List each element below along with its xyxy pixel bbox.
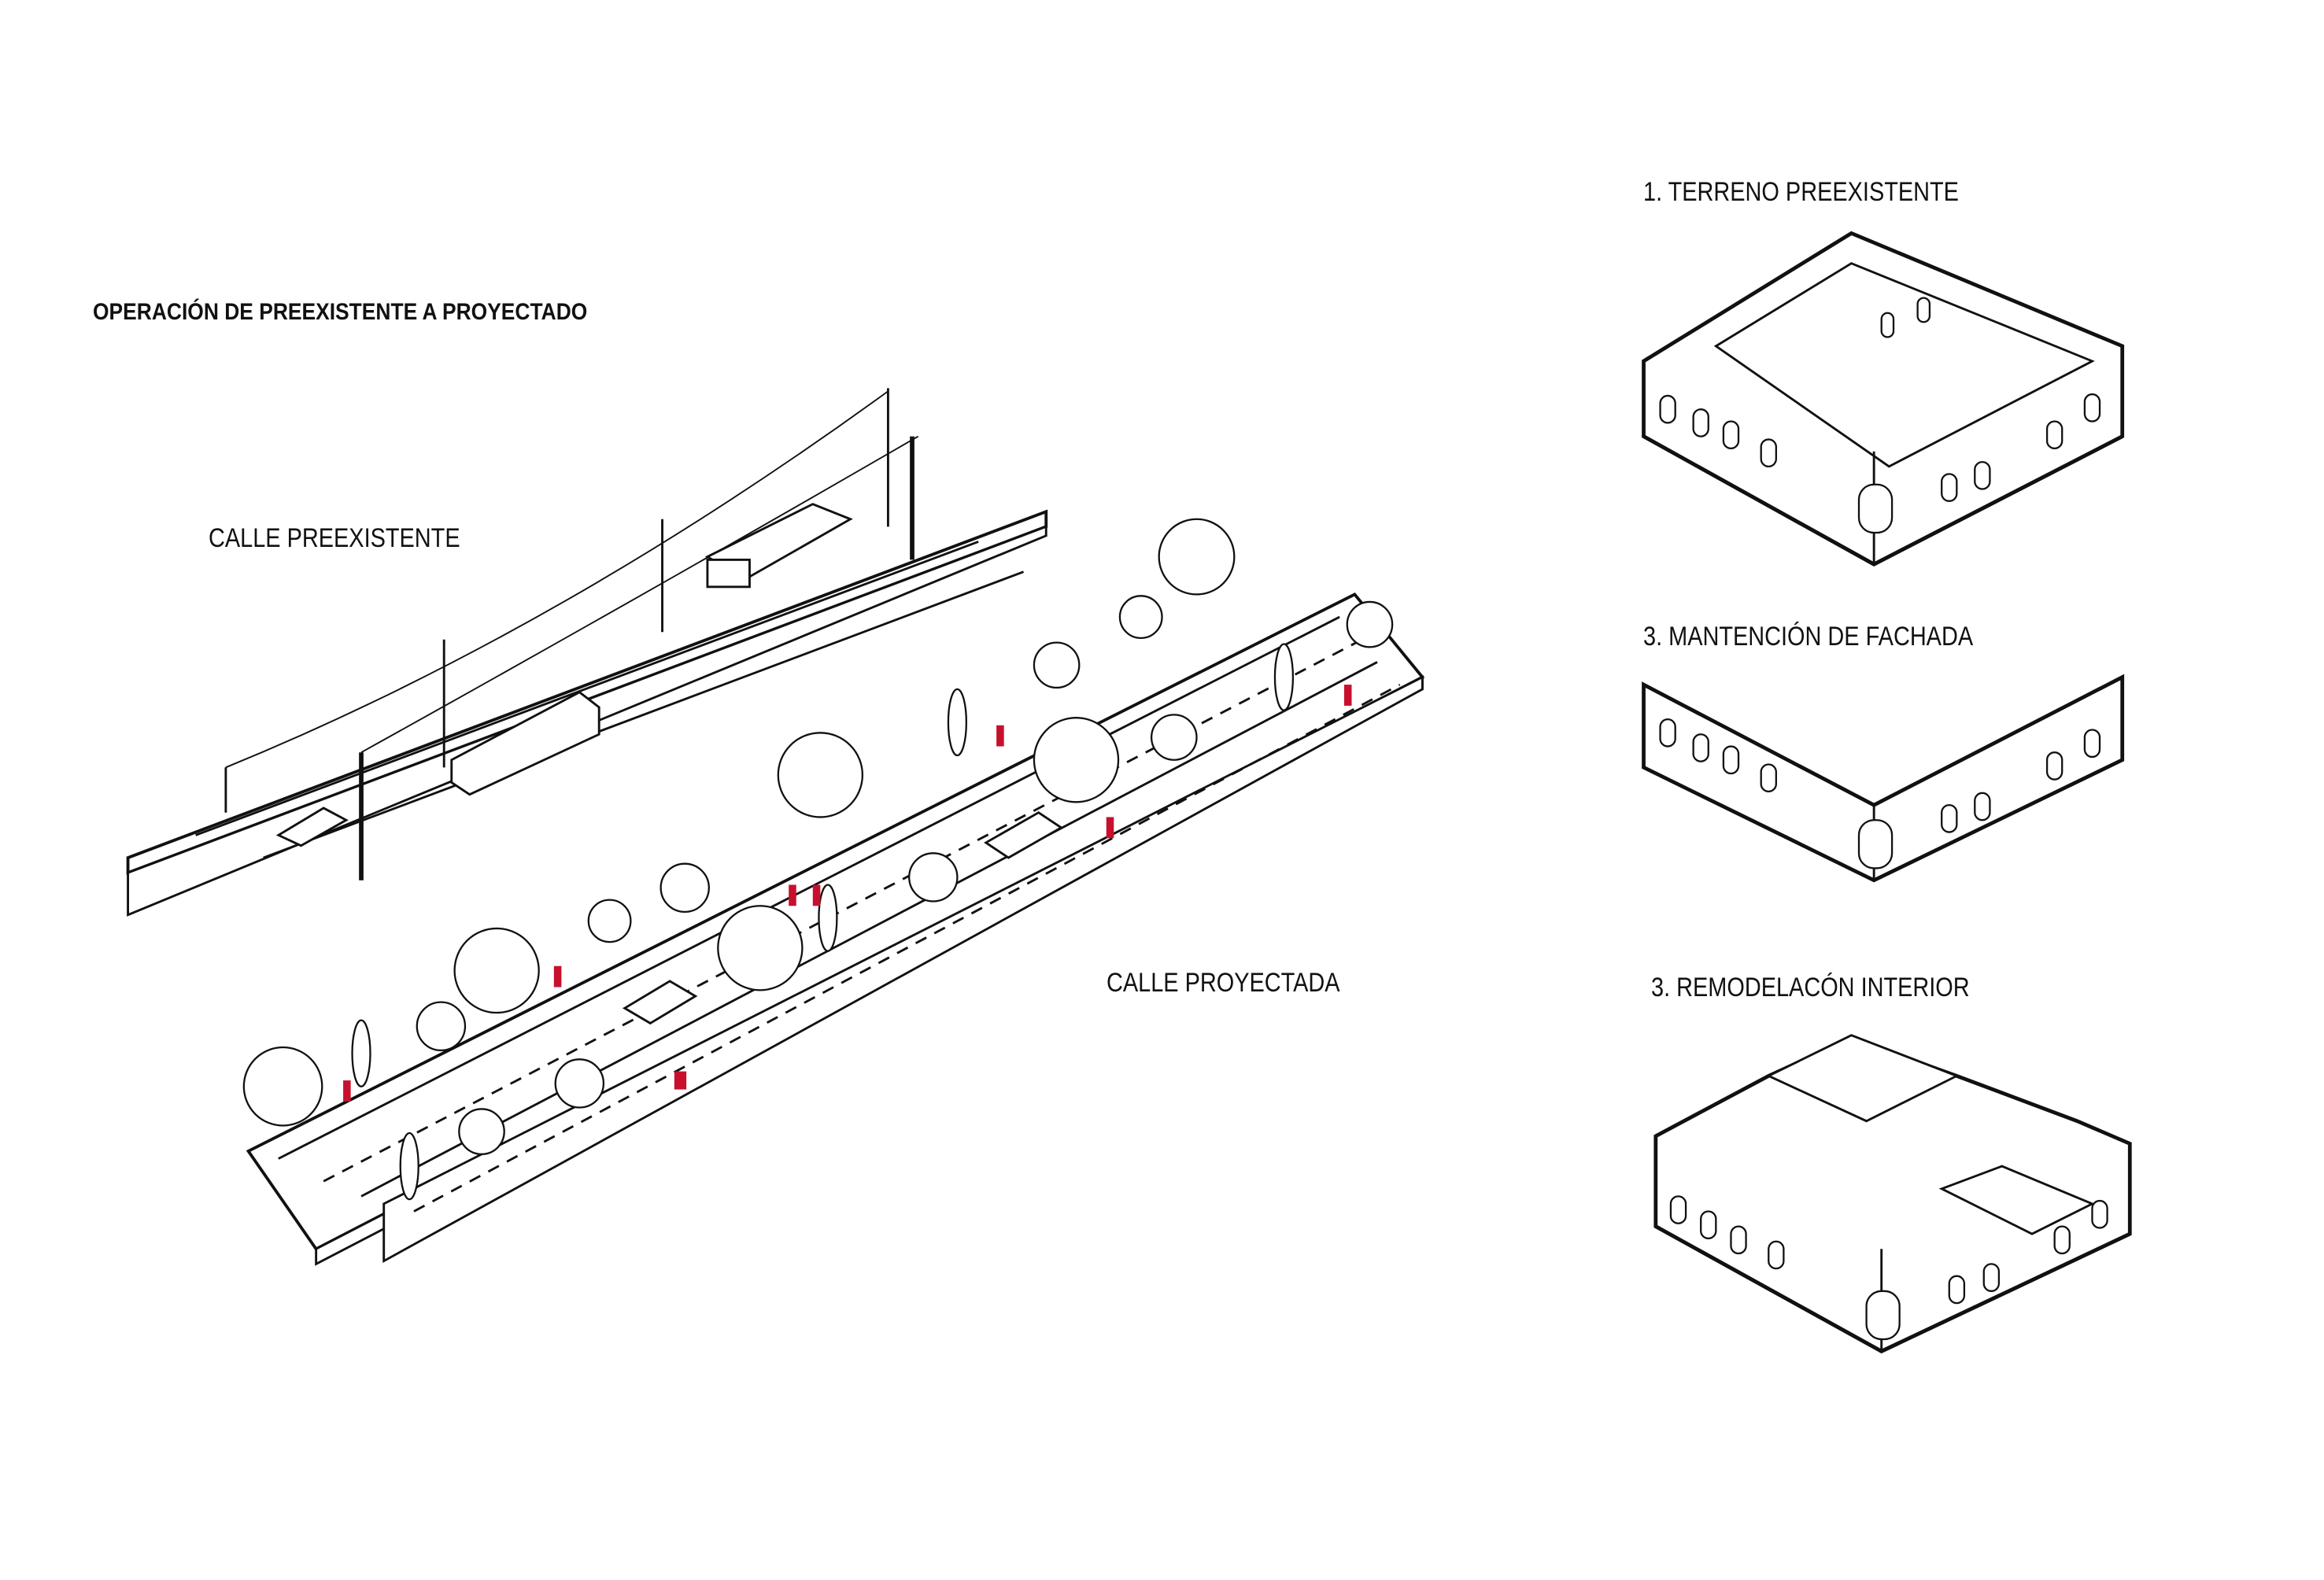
trees [242,518,1394,1201]
car-icon [275,807,349,847]
building-existing [1642,231,2125,567]
car-icon [984,811,1064,859]
car-icon [622,980,698,1025]
stage-2-label: 3. MANTENCIÓN DE FACHADA [1643,622,1974,652]
building-facade [1642,674,2125,883]
projected-street-label: CALLE PROYECTADA [1107,968,1340,998]
truck-icon [704,503,853,589]
existing-street-drawing [126,388,1048,917]
bus-icon [450,690,600,796]
stage-3-label: 3. REMODELACÓN INTERIOR [1651,973,1970,1002]
projected-street-drawing [242,518,1425,1266]
existing-street-label: CALLE PREEXISTENTE [209,523,460,553]
stage-1-label: 1. TERRENO PREEXISTENTE [1643,177,1959,207]
building-remodel [1653,1034,2132,1354]
diagram-title: OPERACIÓN DE PREEXISTENTE A PROYECTADO [93,299,588,325]
pedestrians [343,685,1352,1102]
